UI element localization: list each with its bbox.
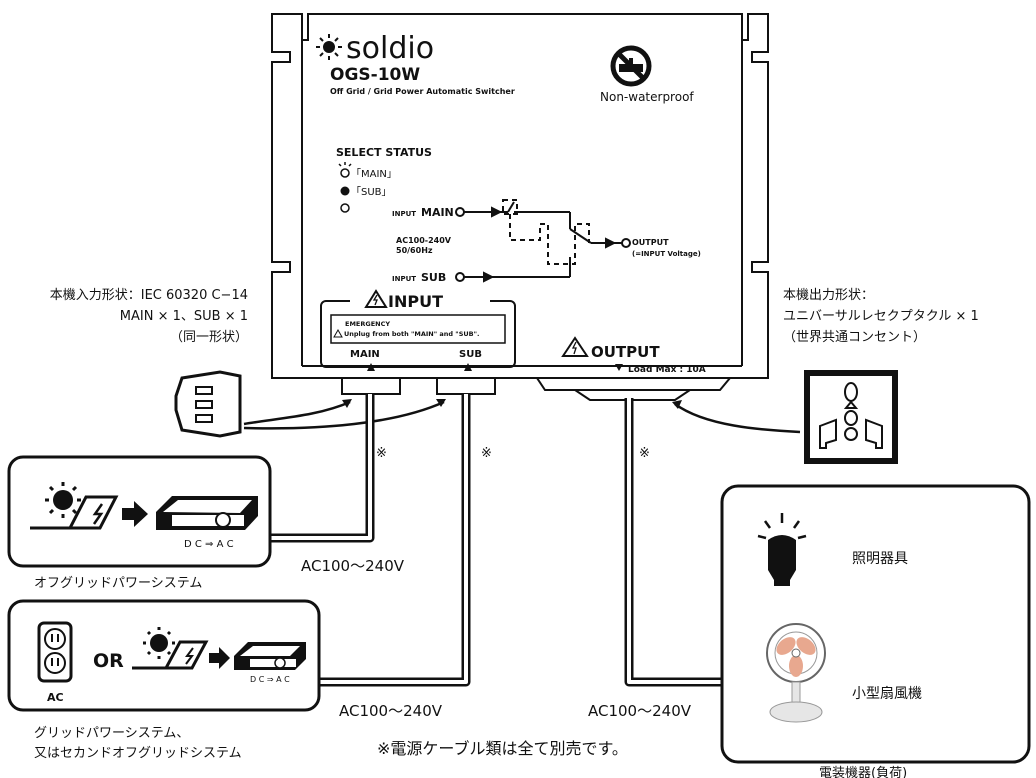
input-shape-line-2: MAIN × 1、SUB × 1 — [120, 309, 248, 324]
status-led-on-icon — [340, 186, 350, 196]
model-tagline: Off Grid / Grid Power Automatic Switcher — [330, 87, 515, 96]
output-panel-title: OUTPUT — [591, 343, 660, 361]
iec-c14-plug-icon — [174, 370, 242, 438]
model-name: OGS-10W — [330, 65, 420, 85]
offgrid-dc-ac-label: D C ⇒ A C — [184, 539, 234, 550]
arrow-head-sub — [436, 399, 446, 407]
output-shape-line-2: ユニバーサルレセクプタクル × 1 — [783, 309, 979, 324]
emergency-warning-icon — [333, 328, 343, 338]
cables — [266, 394, 722, 687]
ac-voltage-offgrid: AC100〜240V — [301, 557, 405, 575]
input-warning-icon — [364, 289, 388, 308]
electric-fan-icon — [766, 623, 826, 723]
ac-spec-2: 50/60Hz — [396, 246, 433, 255]
port-main-label: MAIN — [350, 349, 380, 360]
input-sub-label: SUB — [421, 271, 446, 284]
load-caption-bg — [808, 764, 958, 778]
emergency-text: Unplug from both "MAIN" and "SUB". — [344, 330, 479, 338]
input-panel-title: INPUT — [388, 292, 443, 311]
load-caption: 電装機器(負荷) — [819, 766, 907, 778]
offgrid-arrow-icon — [122, 501, 148, 527]
output-shape-line-3: （世界共通コンセント） — [783, 330, 926, 345]
output-shape-line-1: 本機出力形状： — [783, 288, 874, 303]
switch-circuit — [455, 199, 631, 283]
offgrid-sun-icon — [45, 482, 81, 518]
cable-mark-output: ※ — [639, 446, 650, 461]
input-shape-line-1: 本機入力形状：IEC 60320 C−14 — [50, 288, 248, 303]
input-shape-arrows — [243, 400, 801, 434]
input-main-label: MAIN — [421, 206, 454, 219]
input-sub-prefix: INPUT — [392, 275, 416, 283]
select-status-title: SELECT STATUS — [336, 146, 432, 159]
grid-solar-panel-icon — [132, 640, 209, 670]
input-main-prefix: INPUT — [392, 210, 416, 218]
wall-outlet-icon — [37, 621, 73, 683]
grid-caption-2: 又はセカンドオフグリッドシステム — [34, 746, 242, 761]
circuit-output-label: OUTPUT — [632, 238, 669, 247]
status-main-label: 「MAIN」 — [351, 168, 397, 180]
brand-name: soldio — [346, 31, 434, 66]
ac-voltage-grid: AC100〜240V — [339, 702, 443, 720]
ac-spec-1: AC100-240V — [396, 236, 452, 245]
port-main-arrow-icon — [367, 363, 375, 371]
soldio-logo-icon — [316, 34, 342, 60]
grid-caption-1: グリッドパワーシステム、 — [34, 726, 189, 741]
grid-inverter-icon — [234, 642, 306, 670]
waterproof-label: Non-waterproof — [600, 90, 694, 104]
load-max-label: Load Max : 10A — [628, 365, 706, 375]
cable-mark-sub: ※ — [481, 446, 492, 461]
lighting-label: 照明器具 — [852, 551, 908, 567]
cable-mark-main: ※ — [376, 446, 387, 461]
universal-receptacle-icon — [804, 370, 898, 464]
device-ports — [341, 377, 733, 401]
ac-outlet-label: AC — [47, 691, 64, 704]
grid-arrow-icon — [209, 647, 230, 669]
input-shape-line-3: （同一形状） — [170, 330, 248, 345]
port-sub-arrow-icon — [464, 363, 472, 371]
offgrid-caption: オフグリッドパワーシステム — [34, 576, 202, 591]
or-label: OR — [93, 650, 124, 672]
status-led-blink-icon — [338, 162, 352, 178]
fan-label: 小型扇風機 — [852, 686, 922, 702]
port-sub-label: SUB — [459, 349, 482, 360]
status-sub-label: 「SUB」 — [351, 186, 392, 198]
status-led-off-icon — [340, 203, 350, 213]
light-bulb-icon — [757, 513, 807, 586]
emergency-title: EMERGENCY — [345, 320, 390, 328]
ac-voltage-output: AC100〜240V — [588, 702, 692, 720]
offgrid-solar-panel-icon — [30, 495, 119, 530]
offgrid-inverter-icon — [156, 496, 258, 530]
non-waterproof-icon — [610, 45, 652, 87]
arrow-head-main — [342, 399, 352, 408]
output-warning-icon — [561, 336, 589, 357]
output-arrow-icon — [615, 364, 623, 371]
arrow-head-output — [672, 400, 682, 409]
circuit-output-sublabel: (=INPUT Voltage) — [632, 250, 701, 258]
grid-system-box — [7, 599, 321, 712]
device-body — [271, 13, 769, 379]
grid-sun-icon — [143, 627, 175, 659]
cable-note: ※電源ケーブル類は全て別売です。 — [377, 739, 628, 758]
grid-dc-ac-label: D C ⇒ A C — [250, 675, 290, 684]
